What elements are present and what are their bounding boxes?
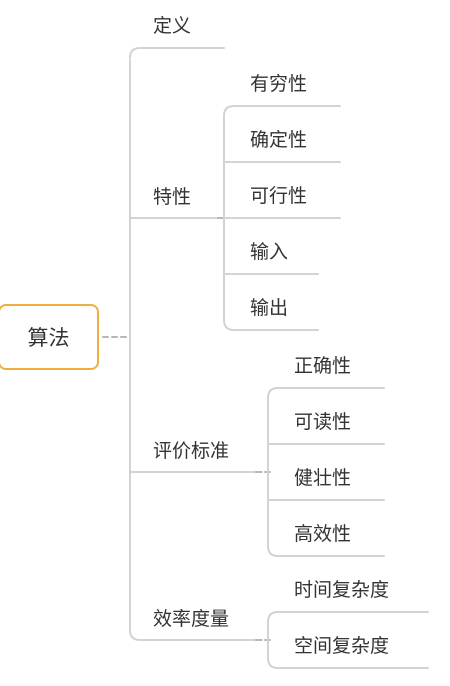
leaf-readable[interactable]: 可读性 [294,411,352,433]
evaluation-trunk [267,387,279,557]
leaf-output[interactable]: 输出 [250,297,289,319]
properties-trunk [223,105,235,331]
branch-properties[interactable]: 特性 [153,186,192,208]
leaf-input[interactable]: 输入 [250,241,289,263]
branch-efficiency[interactable]: 效率度量 [153,608,230,630]
leaf-efficient[interactable]: 高效性 [294,523,352,545]
leaf-finite[interactable]: 有穷性 [250,73,308,95]
leaf-correct[interactable]: 正确性 [294,355,352,377]
leaf-feasible[interactable]: 可行性 [250,185,308,207]
root-label: 算法 [27,326,70,350]
root-node[interactable]: 算法 [0,304,99,370]
efficiency-trunk [267,611,429,669]
branch-definition[interactable]: 定义 [153,15,192,37]
leaf-time-complexity[interactable]: 时间复杂度 [294,579,390,601]
leaf-space-complexity[interactable]: 空间复杂度 [294,635,390,657]
leaf-robust[interactable]: 健壮性 [294,467,352,489]
leaf-definite[interactable]: 确定性 [250,129,308,151]
main-trunk [129,59,141,641]
branch-evaluation[interactable]: 评价标准 [153,440,230,462]
branch-line-definition [129,47,225,59]
